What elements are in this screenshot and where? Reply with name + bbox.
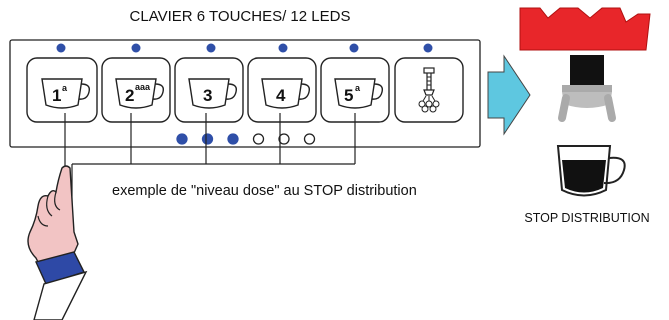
keyboard-title: CLAVIER 6 TOUCHES/ 12 LEDS <box>129 8 351 25</box>
cup-icon <box>41 78 83 109</box>
dose-led-off <box>278 133 290 145</box>
hot-water-tap-icon <box>418 67 440 113</box>
cup-icon <box>188 78 230 109</box>
coffee-machine-icon <box>519 7 651 122</box>
pressing-hand-icon <box>27 165 88 320</box>
key-superscript: a <box>62 83 68 93</box>
dose-level-leds <box>176 133 316 145</box>
key-hot-water[interactable] <box>394 57 464 123</box>
key-1[interactable]: 1 a <box>26 57 98 123</box>
cup-icon <box>115 78 157 109</box>
dose-led-off <box>252 133 265 145</box>
key-led <box>206 43 216 53</box>
key-led <box>278 43 288 53</box>
key-leds <box>56 43 433 53</box>
key-number: 4 <box>276 86 286 105</box>
key-5[interactable]: 5 a <box>320 57 390 123</box>
stop-distribution-caption: STOP DISTRIBUTION <box>524 211 650 225</box>
key-superscript: a <box>355 83 361 93</box>
dose-led-off <box>303 133 316 145</box>
dose-led-on <box>227 133 239 145</box>
dose-led-on <box>176 133 188 145</box>
cup-icon <box>334 78 376 109</box>
key-led <box>56 43 66 53</box>
direction-arrow-icon <box>487 54 531 136</box>
dose-level-example-caption: exemple de "niveau dose" au STOP distrib… <box>112 183 417 199</box>
full-cup-icon <box>556 145 626 197</box>
key-4[interactable]: 4 <box>247 57 317 123</box>
key-number: 3 <box>203 86 212 105</box>
key-2[interactable]: 2 aaa <box>101 57 171 123</box>
key-led <box>349 43 359 53</box>
key-number: 1 <box>52 86 61 105</box>
key-led <box>131 43 141 53</box>
cup-icon <box>261 78 303 109</box>
key-number: 5 <box>344 86 353 105</box>
dose-led-on <box>201 133 214 145</box>
key-3[interactable]: 3 <box>174 57 244 123</box>
key-number: 2 <box>125 86 134 105</box>
key-led <box>423 43 433 53</box>
key-superscript: aaa <box>135 82 151 92</box>
